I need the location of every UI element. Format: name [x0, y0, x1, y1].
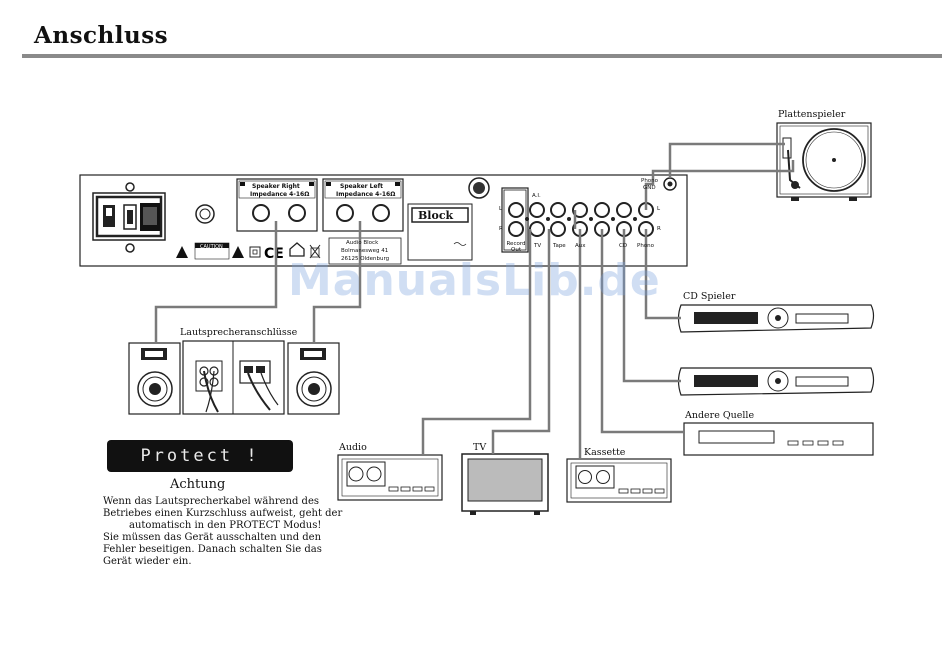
speaker-left-impedance: Impedance 4-16Ω [336, 191, 396, 198]
channel-right-label: R [499, 226, 503, 232]
channel-right-label-right: R [657, 226, 661, 232]
cassette-device [566, 458, 672, 503]
cd-player-label: CD Spieler [683, 291, 736, 302]
channel-left-label-right: L [657, 206, 661, 212]
other-source-device [683, 422, 874, 456]
connection-cables [154, 142, 795, 459]
watermark: ManualsLib.de [288, 255, 661, 306]
warning-text: Wenn das Lautsprecherkabel während des B… [103, 496, 342, 568]
other-source-label: Andere Quelle [685, 410, 755, 421]
warning-line: Wenn das Lautsprecherkabel während des [103, 496, 319, 507]
address-line-1: Audio Block [346, 240, 379, 246]
input-label-aux: Aux [575, 243, 586, 249]
title-rule [22, 54, 942, 58]
protect-display: Protect ! [107, 440, 293, 472]
audio-device [337, 454, 443, 501]
second-cd-player-device [677, 367, 875, 396]
svg-text:CE: CE [264, 246, 284, 262]
phono-gnd-label-2: GND [643, 185, 656, 191]
turntable-label: Plattenspieler [778, 109, 846, 120]
caution-label: CAUTION [200, 244, 223, 250]
warning-line: automatisch in den PROTECT Modus! [129, 520, 322, 531]
input-label-cd: CD [619, 243, 628, 249]
cassette-label: Kassette [584, 447, 626, 458]
speaker-terminal-illustration [182, 340, 285, 415]
warning-line: Fehler beseitigen. Danach schalten Sie d… [103, 544, 322, 555]
page-title: Anschluss [34, 22, 169, 49]
warning-line: Sie müssen das Gerät ausschalten und den [103, 532, 322, 543]
input-label-phono: Phono [637, 243, 655, 249]
cd-player-device [677, 304, 875, 333]
warning-title: Achtung [170, 477, 226, 492]
speaker-terminals-label: Lautsprecheranschlüsse [180, 327, 298, 338]
record-out-label: Record Out [506, 241, 526, 253]
warning-line: Betriebes einen Kurzschluss aufweist, ge… [103, 508, 343, 519]
speaker-left-label: Speaker Left [340, 183, 384, 190]
audio-label: Audio [339, 442, 367, 453]
brand-logo: Block [418, 209, 454, 222]
channel-left-label: L [499, 206, 503, 212]
speaker-right-impedance: Impedance 4-16Ω [250, 191, 310, 198]
right-speaker [287, 342, 340, 415]
address-line-3: 26125 Oldenburg [341, 256, 390, 262]
input-label-tape: Tape [553, 243, 566, 249]
address-line-2: Bolmanesweg 41 [341, 248, 389, 254]
input-label-ai: A.I. [532, 193, 541, 199]
left-speaker [128, 342, 181, 415]
speaker-right-label: Speaker Right [252, 183, 300, 190]
turntable-device [776, 122, 872, 201]
tv-device [461, 453, 549, 515]
input-label-tv: TV [534, 243, 542, 249]
warning-line: Gerät wieder ein. [103, 556, 192, 567]
tv-label: TV [473, 442, 487, 453]
phono-gnd-label-1: Phono [641, 178, 659, 184]
